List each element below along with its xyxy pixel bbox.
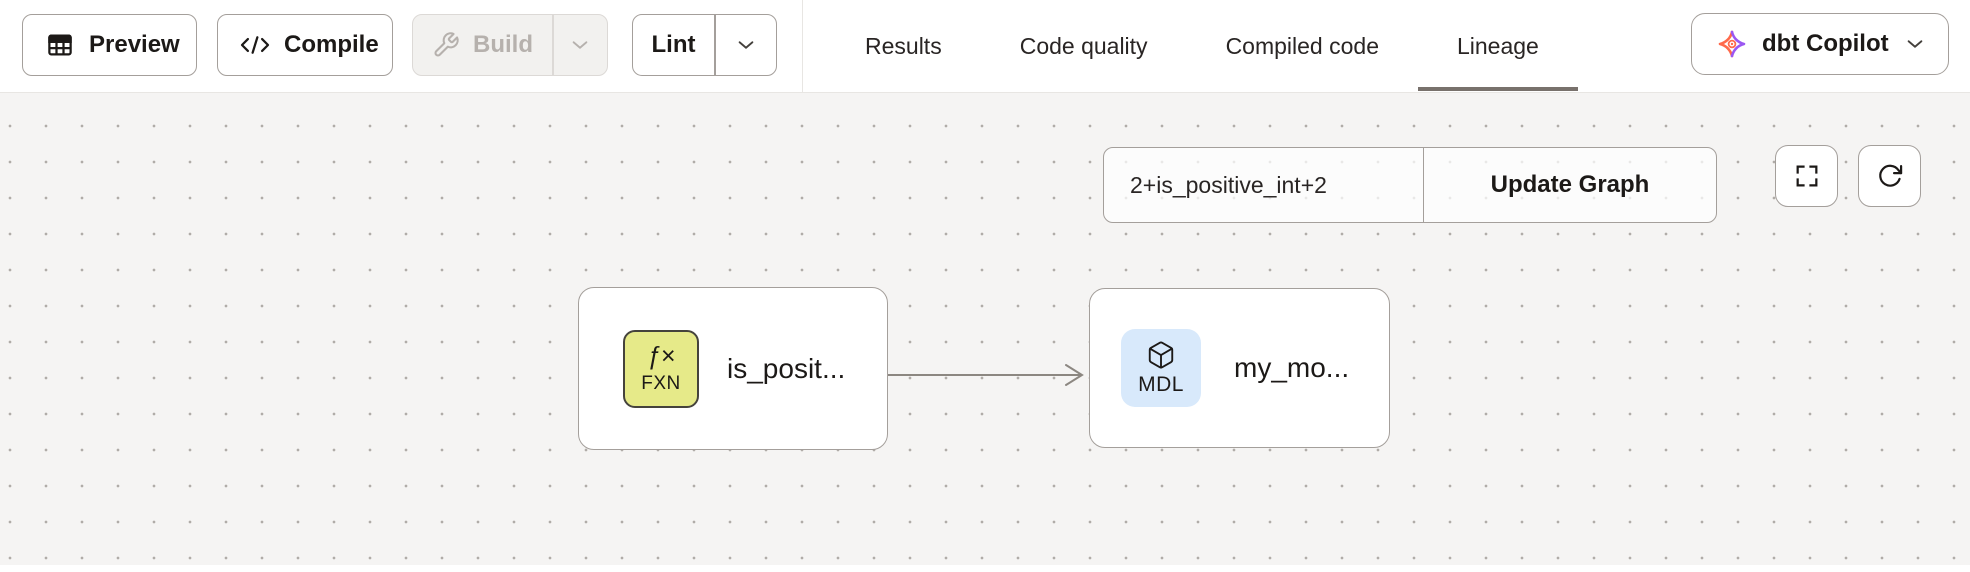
function-badge: ƒ× FXN <box>623 329 699 408</box>
function-symbol: ƒ× <box>646 342 676 370</box>
build-button-label: Build <box>473 31 533 58</box>
tab-lineage[interactable]: Lineage <box>1417 0 1578 92</box>
dbt-copilot-label: dbt Copilot <box>1762 30 1889 57</box>
refresh-graph-button[interactable] <box>1858 145 1921 207</box>
build-split-button: Build <box>412 14 608 76</box>
editor-toolbar: Preview Compile Build <box>0 0 1970 93</box>
lint-button-label: Lint <box>651 31 696 58</box>
function-badge-label: FXN <box>641 373 681 394</box>
model-badge: MDL <box>1121 329 1201 407</box>
tab-code-quality[interactable]: Code quality <box>981 0 1187 92</box>
tab-results[interactable]: Results <box>826 0 981 92</box>
lint-split-divider <box>714 15 716 75</box>
lint-options-button[interactable] <box>716 15 777 75</box>
fullscreen-icon <box>1793 162 1821 190</box>
model-badge-label: MDL <box>1138 372 1184 396</box>
lineage-selector-input[interactable]: 2+is_positive_int+2 <box>1104 148 1423 222</box>
lineage-edge <box>886 361 1094 389</box>
fullscreen-button[interactable] <box>1775 145 1838 207</box>
chevron-down-icon <box>569 34 591 56</box>
lineage-canvas[interactable]: 2+is_positive_int+2 Update Graph <box>0 93 1970 565</box>
build-split-divider <box>552 15 554 75</box>
code-icon <box>238 32 272 58</box>
chevron-down-icon <box>735 34 757 56</box>
toolbar-tabs-divider <box>802 0 803 92</box>
lint-button[interactable]: Lint <box>633 15 714 75</box>
node-name: is_posit... <box>727 352 846 384</box>
compile-button-label: Compile <box>284 31 379 58</box>
compile-button[interactable]: Compile <box>217 14 393 76</box>
lineage-node-model[interactable]: MDL my_mo... <box>1089 288 1390 448</box>
build-options-button[interactable] <box>554 15 608 75</box>
lineage-selector-group: 2+is_positive_int+2 Update Graph <box>1103 147 1717 223</box>
tab-results-label: Results <box>865 32 942 59</box>
preview-button-label: Preview <box>89 31 180 58</box>
tab-compiled-code-label: Compiled code <box>1225 32 1379 59</box>
update-graph-label: Update Graph <box>1490 171 1650 198</box>
tab-lineage-label: Lineage <box>1456 32 1539 59</box>
lineage-selector-value: 2+is_positive_int+2 <box>1130 171 1327 198</box>
tab-compiled-code[interactable]: Compiled code <box>1187 0 1418 92</box>
lineage-node-function[interactable]: ƒ× FXN is_posit... <box>578 287 888 450</box>
build-button[interactable]: Build <box>413 15 552 75</box>
node-name: my_mo... <box>1234 352 1350 383</box>
bottom-gutter <box>0 565 1970 572</box>
wrench-icon <box>432 31 460 59</box>
results-pane-tabs: Results Code quality Compiled code Linea… <box>826 0 1578 92</box>
refresh-icon <box>1876 162 1904 190</box>
tab-code-quality-label: Code quality <box>1019 32 1148 59</box>
table-icon <box>45 30 75 60</box>
chevron-down-icon <box>1904 33 1926 55</box>
cube-icon <box>1146 340 1176 370</box>
selector-divider <box>1422 148 1424 222</box>
preview-button[interactable]: Preview <box>22 14 197 76</box>
dbt-copilot-button[interactable]: dbt Copilot <box>1691 13 1949 75</box>
lint-split-button: Lint <box>632 14 777 76</box>
dbt-logo-icon <box>1716 28 1748 60</box>
update-graph-button[interactable]: Update Graph <box>1424 148 1716 222</box>
